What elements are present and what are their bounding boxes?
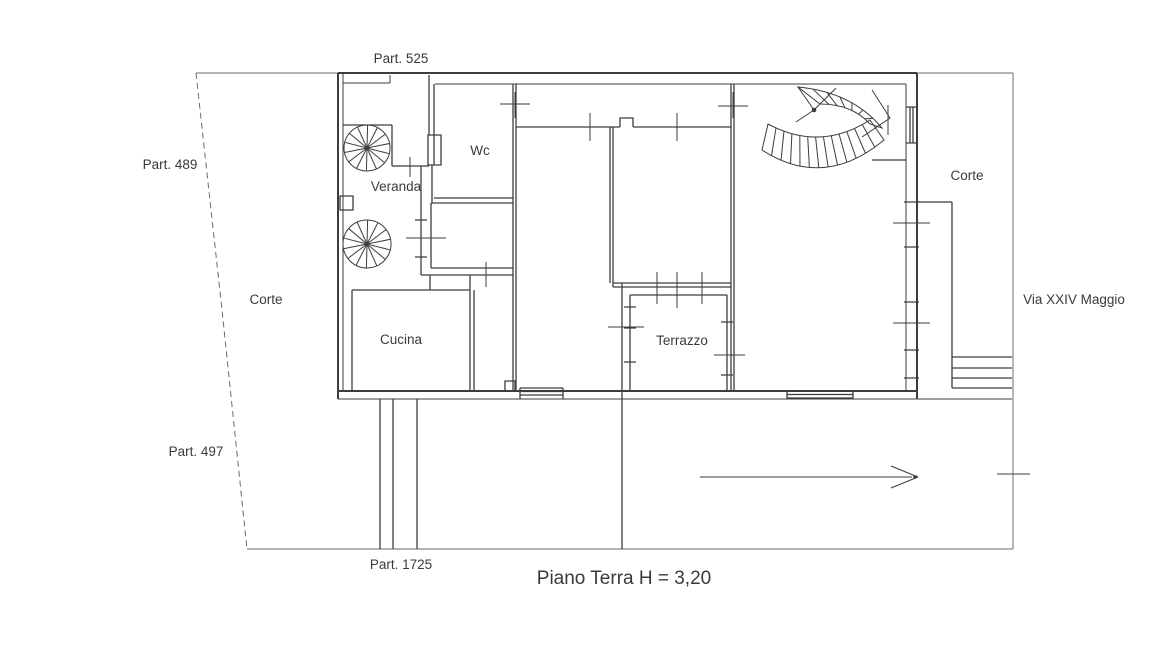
direction-arrow	[700, 465, 919, 489]
parcel-boundary	[195, 72, 1014, 550]
label-room-wc: Wc	[470, 143, 490, 158]
labels: Part. 525 Part. 489 Part. 497 Part. 1725…	[143, 51, 1125, 589]
drawing-title: Piano Terra H = 3,20	[537, 568, 711, 589]
interior-walls	[339, 75, 953, 549]
label-part-1725: Part. 1725	[370, 557, 432, 572]
label-part-497: Part. 497	[169, 444, 224, 459]
label-part-489: Part. 489	[143, 157, 198, 172]
window-door-ticks	[406, 92, 1030, 475]
label-corte-left: Corte	[249, 292, 282, 307]
arrow-tip-dot	[913, 475, 917, 479]
spiral-staircase-lower	[342, 219, 392, 269]
label-part-525: Part. 525	[374, 51, 429, 66]
label-corte-right: Corte	[950, 168, 983, 183]
label-room-veranda: Veranda	[371, 179, 422, 194]
building-outer-walls	[337, 72, 1012, 400]
exterior-stairs	[379, 356, 1012, 549]
curved-staircase	[761, 86, 891, 169]
label-room-terrazzo: Terrazzo	[656, 333, 708, 348]
spiral-staircase-upper	[343, 124, 391, 172]
label-street: Via XXIV Maggio	[1023, 292, 1125, 307]
label-room-cucina: Cucina	[380, 332, 423, 347]
